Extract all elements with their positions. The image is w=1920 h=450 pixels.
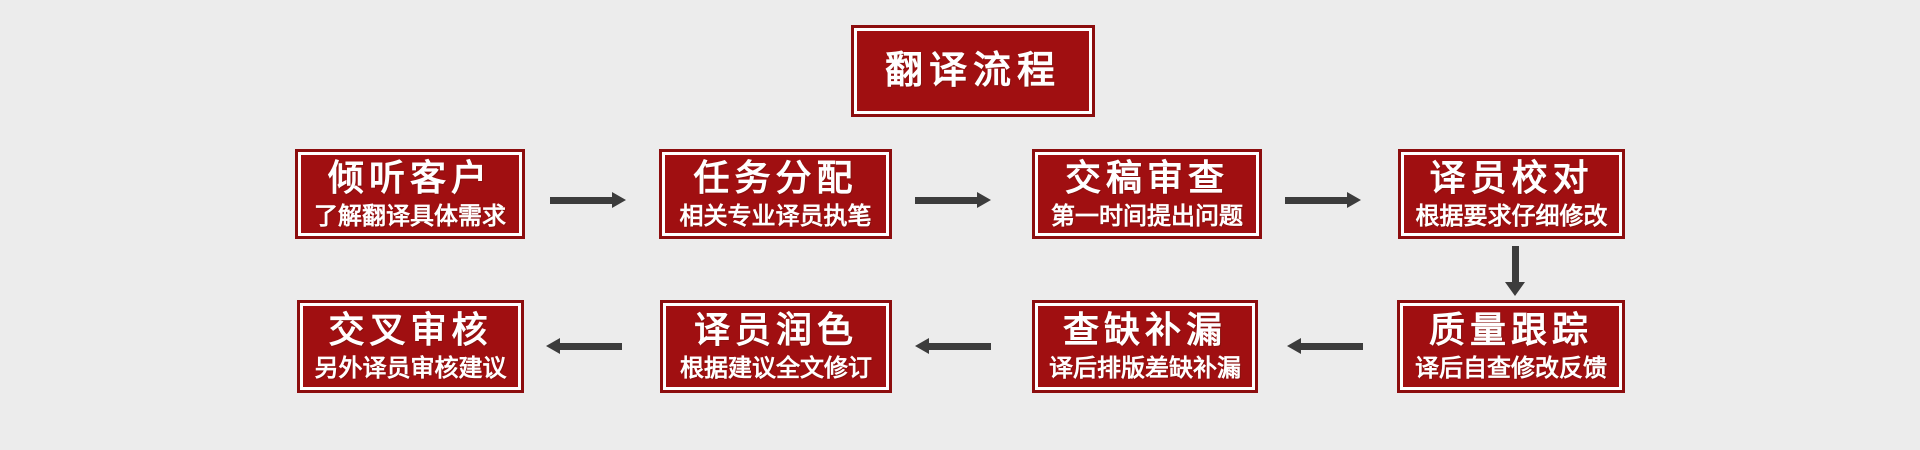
arrow-head [1347, 192, 1361, 208]
arrow-left-icon [546, 338, 622, 354]
arrow-shaft [1301, 342, 1363, 350]
step-subtitle: 第一时间提出问题 [1051, 202, 1243, 230]
arrow-head [612, 192, 626, 208]
step-subtitle: 另外译员审核建议 [314, 355, 507, 382]
step-box-listen-customer: 倾听客户 了解翻译具体需求 [295, 149, 525, 239]
step-subtitle: 了解翻译具体需求 [314, 202, 506, 230]
step-title: 译员润色 [693, 309, 858, 350]
step-title: 译员校对 [1429, 156, 1594, 198]
diagram-title: 翻译流程 [884, 50, 1061, 92]
arrow-left-icon [1287, 338, 1363, 354]
arrow-right-icon [915, 192, 991, 208]
arrow-shaft [1285, 196, 1347, 204]
step-box-draft-review: 交稿审查 第一时间提出问题 [1032, 149, 1262, 239]
arrow-down-icon [1505, 246, 1525, 296]
arrow-head [1505, 282, 1525, 296]
step-title: 任务分配 [693, 156, 858, 198]
step-box-task-assignment: 任务分配 相关专业译员执笔 [659, 149, 892, 239]
step-title: 交稿审查 [1064, 156, 1229, 198]
arrow-left-icon [915, 338, 991, 354]
arrow-head [915, 338, 929, 354]
step-box-cross-review: 交叉审核 另外译员审核建议 [297, 300, 524, 393]
step-subtitle: 译后自查修改反馈 [1415, 355, 1607, 382]
step-box-gap-filling: 查缺补漏 译后排版差缺补漏 [1032, 300, 1258, 393]
step-box-quality-tracking: 质量跟踪 译后自查修改反馈 [1397, 300, 1625, 393]
step-subtitle: 根据要求仔细修改 [1415, 202, 1608, 230]
step-subtitle: 译后排版差缺补漏 [1049, 355, 1241, 382]
step-subtitle: 根据建议全文修订 [680, 355, 872, 382]
step-title: 质量跟踪 [1428, 309, 1593, 350]
arrow-head [1287, 338, 1301, 354]
arrow-shaft [915, 196, 977, 204]
arrow-shaft [1511, 246, 1519, 282]
diagram-title-box: 翻译流程 [851, 25, 1095, 117]
arrow-right-icon [550, 192, 626, 208]
step-subtitle: 相关专业译员执笔 [679, 202, 872, 230]
step-box-translator-polish: 译员润色 根据建议全文修订 [660, 300, 892, 393]
arrow-head [977, 192, 991, 208]
arrow-shaft [560, 342, 622, 350]
step-title: 交叉审核 [328, 309, 493, 350]
step-box-translator-proofreading: 译员校对 根据要求仔细修改 [1398, 149, 1625, 239]
arrow-right-icon [1285, 192, 1361, 208]
step-title: 查缺补漏 [1062, 309, 1227, 350]
arrow-shaft [929, 342, 991, 350]
step-title: 倾听客户 [327, 156, 492, 198]
arrow-head [546, 338, 560, 354]
arrow-shaft [550, 196, 612, 204]
